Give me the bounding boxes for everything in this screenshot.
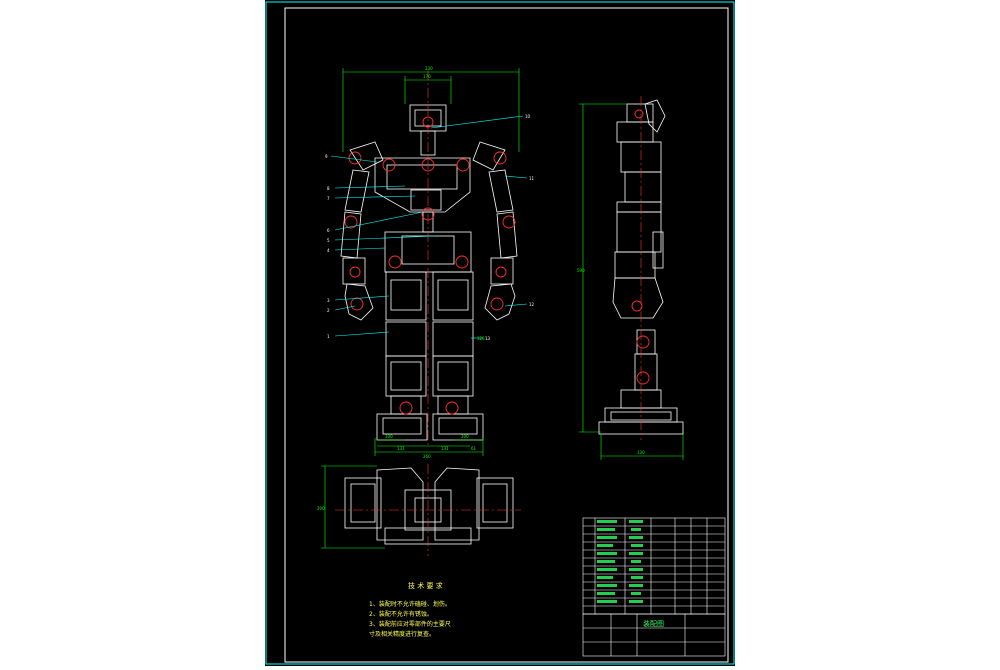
dim-foot-gap-right: 131 [441,446,449,451]
callout-13: 13 [485,336,491,341]
callout-7: 7 [327,196,330,201]
dim-foot-gap-left: 131 [397,446,405,451]
dim-side-height: 590 [577,268,585,273]
dim-side-base: 130 [637,450,645,455]
tech-req-line-3: 3、装配前应对零部件的主要尺 [369,620,451,628]
leader-lines [330,115,528,339]
top-left-arm [344,477,382,529]
top-right-arm [476,477,514,529]
top-view [344,467,514,545]
top-left-shoulder [376,467,424,541]
side-gripper [612,277,664,319]
right-thigh [432,271,474,321]
chest-plate [374,157,471,213]
side-dim-text: 590 130 [577,268,645,455]
left-shoulder-servo [349,141,384,171]
dim-foot-left: 100 [385,434,393,439]
tech-req-line-2: 2、装配不允许有锈蚀。 [369,610,433,618]
parts-list-fill [597,520,643,603]
drawing-sheet: 9 8 7 6 5 4 3 2 1 10 11 12 13 [265,0,735,666]
front-view-joints [344,116,516,415]
dim-bottom-overall: 260 [423,454,431,459]
right-upper-arm [488,169,514,213]
side-shin [634,353,658,391]
inner-frame [284,7,729,663]
callout-10: 10 [525,114,531,119]
tech-req-title: 技 术 要 求 [408,581,443,590]
callout-5: 5 [327,238,330,243]
side-thigh [636,329,656,355]
left-gripper [344,283,374,321]
callout-9: 9 [325,154,328,159]
callouts-right: 10 11 12 13 [485,114,535,341]
callouts-left: 9 8 7 6 5 4 3 2 1 [325,154,330,339]
front-view [340,104,518,441]
front-dimensions [342,68,520,456]
callout-6: 6 [327,228,330,233]
tech-req-line-4: 寸及相关精度进行复查。 [369,630,435,638]
callout-2: 2 [327,308,330,313]
right-forearm [496,211,518,259]
title-block-name: 装配图 [643,619,664,628]
dim-top-view-height: 200 [317,506,325,511]
parts-list [582,517,726,615]
callout-8: 8 [327,186,330,191]
technical-requirements: 技 术 要 求 1、装配时不允许磕碰、划伤。 2、装配不允许有锈蚀。 3、装配前… [369,581,451,638]
top-dimensions [321,465,385,549]
outer-frame [265,1,735,665]
callout-3: 3 [327,298,330,303]
callout-11: 11 [529,176,535,181]
right-gripper [484,283,516,321]
dim-top-inner: 170 [423,74,431,79]
dim-foot-right-short: 61 [471,446,477,451]
title-block [582,613,726,657]
tech-req-line-1: 1、装配时不允许磕碰、划伤。 [369,600,451,608]
dim-top-overall: 330 [425,66,433,71]
side-dimensions [579,103,684,460]
top-right-shoulder [434,467,480,541]
side-head [626,103,654,123]
left-forearm [340,211,362,259]
right-shoulder-servo [472,141,506,171]
left-upper-arm [344,169,370,213]
side-view-joints [631,109,650,385]
assembly-drawing: 9 8 7 6 5 4 3 2 1 10 11 12 13 [265,1,735,665]
dim-side-mid: 128 [477,336,485,341]
callout-1: 1 [327,334,330,339]
left-thigh [385,271,427,321]
callout-4: 4 [327,248,330,253]
callout-12: 12 [529,302,535,307]
dim-foot-right: 100 [461,434,469,439]
front-dim-text: 330 170 260 100 100 131 131 61 128 [385,66,485,459]
